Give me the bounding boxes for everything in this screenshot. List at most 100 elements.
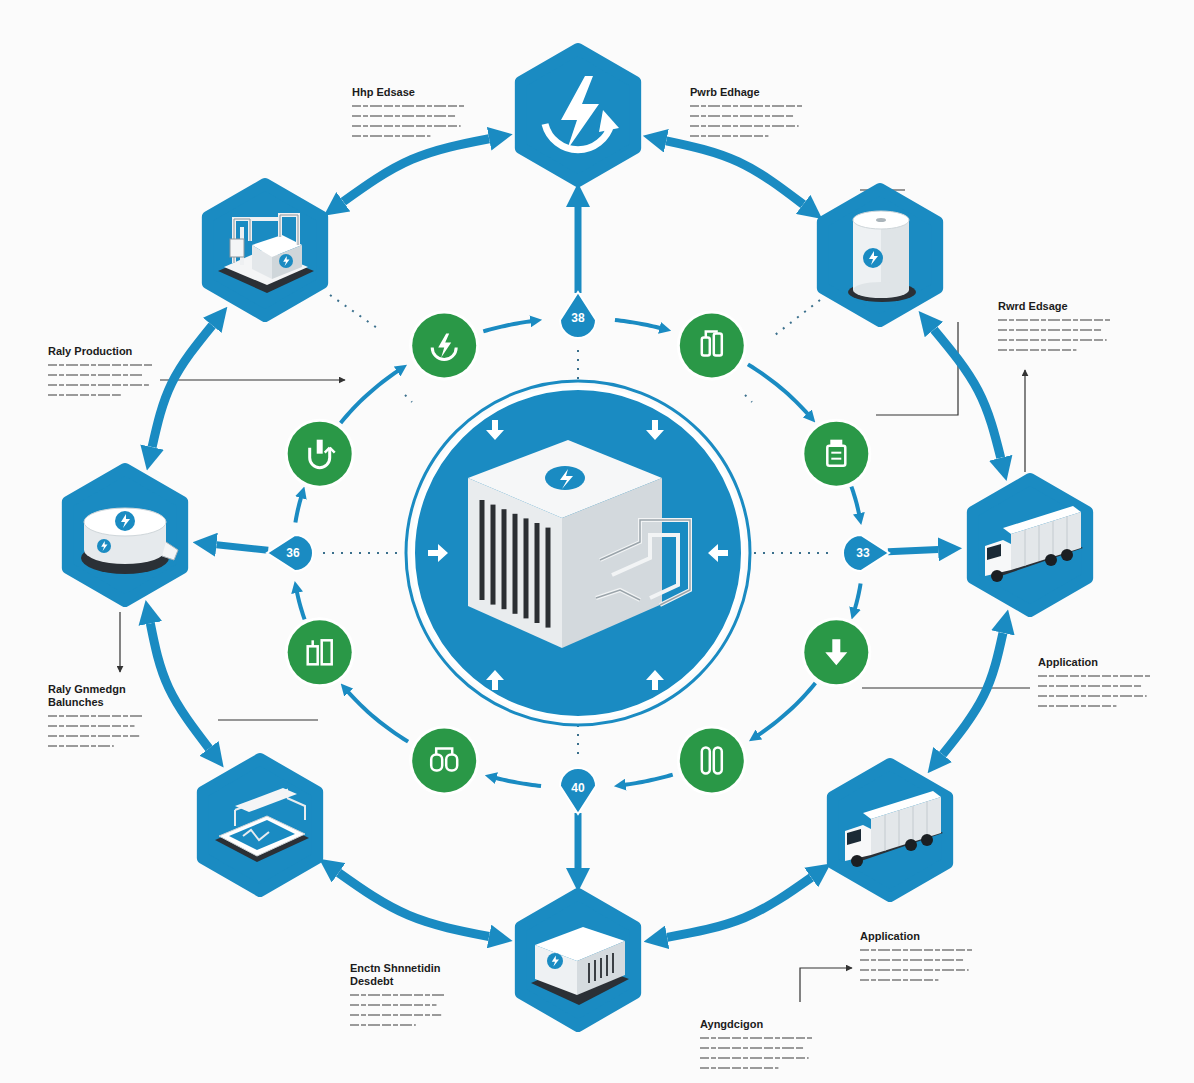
- green-icon: [409, 725, 479, 795]
- stage-heading: Enctn Shnnetidin Desdebt: [350, 962, 444, 988]
- stage-hexagon: Raly Gnmedgn Balunches: [185, 750, 335, 900]
- ring-arrow: [615, 320, 662, 328]
- flow-connector: [666, 141, 803, 205]
- stage-hexagon: Pwrb Edhage: [503, 40, 653, 190]
- body-text-lines: [352, 102, 464, 144]
- flow-connector: [667, 877, 811, 937]
- body-text-lines: [690, 102, 802, 144]
- flow-connector: [575, 813, 582, 868]
- flow-connector: [575, 207, 582, 293]
- stage-heading: Rwrd Edsage: [998, 300, 1110, 313]
- hexagon-shape: [503, 885, 653, 1035]
- stage-caption: Pwrb Edhage: [690, 86, 802, 144]
- body-text-lines: [998, 316, 1110, 358]
- marker-text-box: 33: [836, 526, 890, 580]
- stage-hexagon: Ayngdcigon: [503, 885, 653, 1035]
- stage-heading: Raly Production: [48, 345, 152, 358]
- flow-connector: [343, 139, 489, 202]
- stage-caption: Application: [860, 930, 972, 988]
- stage-icon: [545, 76, 619, 150]
- ring-arrow: [748, 364, 809, 415]
- callout-marker: 38: [551, 291, 605, 345]
- ring-arrow: [297, 590, 305, 619]
- marker-text-box: 36: [266, 526, 320, 580]
- callout-marker: 40: [551, 761, 605, 815]
- stage-heading: Application: [1038, 656, 1150, 669]
- center-unit: [406, 381, 750, 725]
- stage-caption: Application: [1038, 656, 1150, 714]
- flow-connector: [152, 325, 212, 447]
- body-text-lines: [1038, 672, 1150, 714]
- stage-heading: Hhp Edsase: [352, 86, 464, 99]
- flow-connector: [943, 633, 1003, 755]
- stage-icon: [985, 506, 1083, 582]
- callout-marker: 36: [266, 526, 320, 580]
- stage-icon: [845, 791, 943, 867]
- stage-heading: Application: [860, 930, 972, 943]
- flow-connector: [934, 330, 1001, 458]
- stage-heading: Pwrb Edhage: [690, 86, 802, 99]
- stage-icon: [848, 211, 916, 302]
- hexagon-shape: [815, 755, 965, 905]
- marker-text-box: 38: [551, 291, 605, 345]
- stage-caption: Ayngdcigon: [700, 1018, 812, 1076]
- stage-caption: Enctn Shnnetidin Desdebt: [350, 962, 444, 1033]
- stage-hexagon: Hhp Edsase: [190, 175, 340, 325]
- hexagon-shape: [190, 175, 340, 325]
- ring-arrow: [347, 691, 408, 742]
- hexagon-shape: [955, 470, 1105, 620]
- inner-ring: [285, 311, 872, 796]
- stage-heading: Raly Gnmedgn Balunches: [48, 683, 142, 709]
- ring-arrow: [494, 778, 541, 786]
- dotted-guides: [323, 200, 833, 880]
- green-icon: [677, 725, 747, 795]
- body-text-lines: [860, 946, 972, 988]
- stage-caption: Raly Production: [48, 345, 152, 403]
- callout-marker: 33: [836, 526, 890, 580]
- marker-text-box: 40: [551, 761, 605, 815]
- flow-connector: [888, 549, 938, 551]
- callout-number: 38: [571, 311, 584, 325]
- hexagon-shape: [50, 460, 200, 610]
- stage-heading: Ayngdcigon: [700, 1018, 812, 1031]
- stage-icon: [215, 788, 309, 862]
- callout-number: 33: [856, 546, 869, 560]
- hexagon-shape: [805, 180, 955, 330]
- stage-hexagon: Raly Production: [50, 460, 200, 610]
- flow-connector: [339, 873, 489, 937]
- stage-icon: [218, 215, 314, 293]
- hexagon-shape: [185, 750, 335, 900]
- stage-hexagon: Rwrd Edsage: [805, 180, 955, 330]
- body-text-lines: [48, 712, 142, 754]
- flow-connector: [216, 545, 268, 551]
- body-text-lines: [48, 361, 152, 403]
- ring-arrow: [623, 775, 672, 785]
- ring-arrow: [757, 683, 815, 736]
- ring-arrow: [295, 496, 301, 523]
- green-icon: [801, 617, 871, 687]
- callout-number: 36: [286, 546, 299, 560]
- stage-hexagon: Application: [815, 755, 965, 905]
- ring-arrow: [341, 370, 399, 423]
- ring-arrow: [851, 487, 859, 516]
- green-icon: [677, 311, 747, 381]
- green-icon: [409, 311, 479, 381]
- body-text-lines: [700, 1034, 812, 1076]
- stage-caption: Hhp Edsase: [352, 86, 464, 144]
- callout-number: 40: [571, 781, 584, 795]
- green-icon: [285, 419, 355, 489]
- ring-arrow: [854, 583, 860, 610]
- stage-icon: [531, 927, 629, 1005]
- body-text-lines: [350, 991, 444, 1033]
- hexagon-shape: [503, 40, 653, 190]
- flow-arrows: [428, 420, 728, 690]
- ring-arrow: [483, 321, 532, 331]
- green-icon: [285, 617, 355, 687]
- stage-caption: Rwrd Edsage: [998, 300, 1110, 358]
- stage-hexagon: Application: [955, 470, 1105, 620]
- stage-icon: [81, 508, 178, 574]
- green-icon: [801, 419, 871, 489]
- flow-connector: [150, 623, 209, 748]
